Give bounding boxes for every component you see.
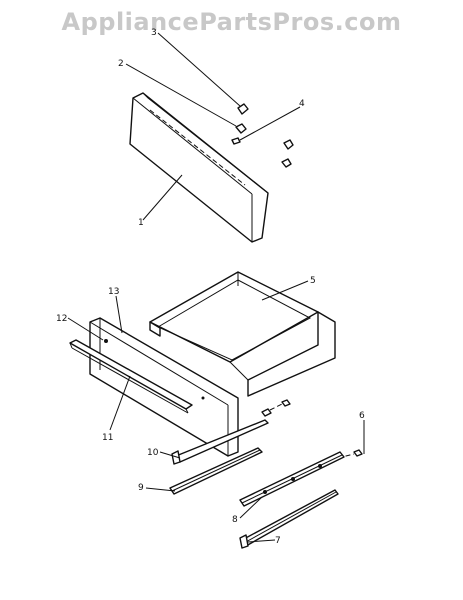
hardware-bolts xyxy=(261,399,363,461)
callout-10: 10 xyxy=(147,448,159,458)
callout-labels: 1 2 3 4 5 6 7 8 9 10 11 12 13 xyxy=(56,28,365,546)
callout-3: 3 xyxy=(151,28,157,38)
callout-4: 4 xyxy=(299,99,305,109)
screw-part-12 xyxy=(104,339,108,343)
drawer-front-part-13 xyxy=(89,317,239,457)
callout-7: 7 xyxy=(275,536,281,546)
handle-part-11 xyxy=(69,339,193,414)
callout-12: 12 xyxy=(56,314,67,324)
clip-parts xyxy=(231,103,294,168)
callout-6: 6 xyxy=(359,411,365,421)
panel-part-1 xyxy=(129,92,269,243)
callout-13: 13 xyxy=(108,287,119,297)
leader-lines xyxy=(67,32,365,543)
callout-5: 5 xyxy=(310,276,316,286)
rail-part-9 xyxy=(169,447,263,495)
slide-rail-part-8 xyxy=(239,451,345,507)
callout-11: 11 xyxy=(102,433,113,443)
watermark: AppliancePartsPros.com xyxy=(61,8,402,36)
callout-9: 9 xyxy=(138,483,144,493)
slide-rail-part-7 xyxy=(239,489,339,549)
bracket-part-10 xyxy=(171,419,269,465)
callout-1: 1 xyxy=(138,218,144,228)
callout-8: 8 xyxy=(232,515,238,525)
callout-2: 2 xyxy=(118,59,124,69)
